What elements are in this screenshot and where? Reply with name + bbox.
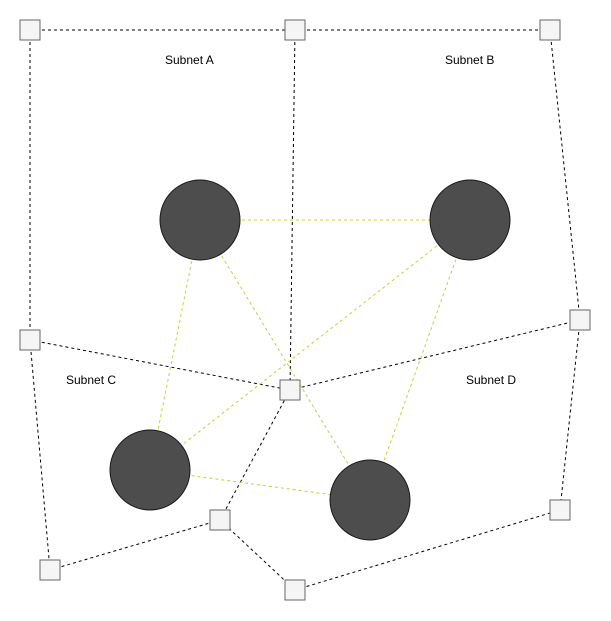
subnet-b-label: Subnet B [445, 53, 495, 67]
node-square[interactable] [279, 379, 301, 401]
subnet-d-label: Subnet D [466, 373, 517, 387]
edge-s6-s7 [219, 389, 291, 521]
edge-s4-s9 [29, 339, 51, 571]
mesh-c2-c3 [149, 219, 471, 471]
node-square[interactable] [569, 309, 591, 331]
node-square[interactable] [539, 19, 561, 41]
node-square[interactable] [284, 19, 306, 41]
node-square[interactable] [549, 499, 571, 521]
circle-nodes [109, 179, 511, 541]
edge-s2-s6 [289, 29, 296, 391]
edge-s3-s5 [549, 29, 581, 321]
mesh-c1-c3 [149, 219, 201, 471]
edge-s4-s6 [29, 339, 291, 391]
node-square[interactable] [284, 579, 306, 601]
node-circle[interactable] [329, 459, 411, 541]
edge-s6-s5 [289, 319, 581, 391]
square-nodes [19, 19, 591, 601]
node-square[interactable] [209, 509, 231, 531]
edge-s9-s7 [49, 519, 221, 571]
node-square[interactable] [39, 559, 61, 581]
mesh-edges [149, 219, 471, 501]
subnet-a-label: Subnet A [165, 53, 214, 67]
node-square[interactable] [19, 329, 41, 351]
node-square[interactable] [19, 19, 41, 41]
node-circle[interactable] [159, 179, 241, 261]
node-circle[interactable] [429, 179, 511, 261]
edge-s5-s8 [559, 319, 581, 511]
node-circle[interactable] [109, 429, 191, 511]
mesh-c2-c4 [369, 219, 471, 501]
edge-s7-s10 [219, 519, 296, 591]
boundary-edges [29, 29, 581, 591]
subnet-c-label: Subnet C [66, 373, 117, 387]
edge-s10-s8 [294, 509, 561, 591]
mesh-c1-c4 [199, 219, 371, 501]
